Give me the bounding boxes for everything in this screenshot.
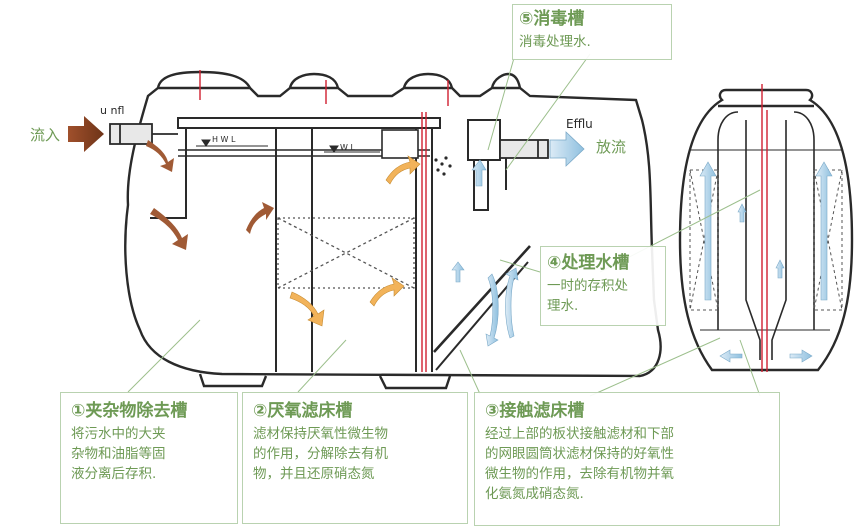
callout-leaders bbox=[128, 54, 760, 396]
callout-line: 消毒处理水. bbox=[519, 32, 665, 52]
inflow-label-cn: 流入 bbox=[30, 126, 60, 144]
callout-line: 理水. bbox=[547, 296, 659, 316]
callout-body: 经过上部的板状接触滤材和下部 的网眼圆筒状滤材保持的好氧性 微生物的作用，去除有… bbox=[485, 424, 769, 504]
cylinder-internals bbox=[690, 112, 842, 360]
callout-disinfection-tank: ⑤消毒槽 消毒处理水. bbox=[512, 4, 672, 60]
callout-line: 经过上部的板状接触滤材和下部 bbox=[485, 424, 769, 444]
aeration-bubbles bbox=[434, 156, 451, 175]
effluent-label-cn: 放流 bbox=[596, 138, 626, 156]
callout-line: 将污水中的大夹 bbox=[71, 424, 227, 444]
wl-label: W L bbox=[340, 143, 355, 152]
flow-arrows-orange bbox=[290, 156, 420, 326]
inflow-pipe bbox=[110, 124, 178, 144]
cylinder-media bbox=[690, 170, 842, 310]
inflow-arrow bbox=[68, 116, 104, 152]
callout-line: 液分离后存积. bbox=[71, 464, 227, 484]
callout-line: 的网眼圆筒状滤材保持的好氧性 bbox=[485, 444, 769, 464]
inflow-label-en: u nfl bbox=[100, 104, 124, 117]
effluent-arrow bbox=[550, 132, 584, 166]
callout-line: 滤材保持厌氧性微生物 bbox=[253, 424, 457, 444]
callout-title: ②厌氧滤床槽 bbox=[253, 401, 457, 422]
cylinder-red-pipes bbox=[762, 84, 767, 372]
flow-arrows-blue bbox=[452, 160, 518, 346]
callout-title: ①夹杂物除去槽 bbox=[71, 401, 227, 422]
callout-line: 一时的存积处 bbox=[547, 276, 659, 296]
callout-treated-water-tank: ④处理水槽 一时的存积处 理水. bbox=[540, 246, 666, 326]
callout-line: 杂物和油脂等固 bbox=[71, 444, 227, 464]
effluent-pipe bbox=[500, 140, 548, 158]
callout-title: ③接触滤床槽 bbox=[485, 401, 769, 422]
callout-body: 消毒处理水. bbox=[519, 32, 665, 52]
vent-markers bbox=[200, 70, 448, 372]
callout-line: 的作用，分解除去有机 bbox=[253, 444, 457, 464]
callout-body: 滤材保持厌氧性微生物 的作用，分解除去有机 物，并且还原硝态氮 bbox=[253, 424, 457, 484]
cylinder-flow-arrows bbox=[700, 162, 832, 362]
callout-contact-filter-tank: ③接触滤床槽 经过上部的板状接触滤材和下部 的网眼圆筒状滤材保持的好氧性 微生物… bbox=[474, 392, 780, 526]
callout-screening-tank: ①夹杂物除去槽 将污水中的大夹 杂物和油脂等固 液分离后存积. bbox=[60, 392, 238, 524]
callout-body: 一时的存积处 理水. bbox=[547, 276, 659, 316]
effluent-label-en: Efflu bbox=[566, 117, 593, 131]
callout-line: 微生物的作用，去除有机物并氧 bbox=[485, 464, 769, 484]
callout-line: 物，并且还原硝态氮 bbox=[253, 464, 457, 484]
filter-media bbox=[278, 218, 414, 288]
callout-title: ④处理水槽 bbox=[547, 253, 659, 274]
callout-title: ⑤消毒槽 bbox=[519, 9, 665, 30]
callout-line: 化氨氮成硝态氮. bbox=[485, 484, 769, 504]
hwl-label: H W L bbox=[212, 135, 236, 144]
callout-body: 将污水中的大夹 杂物和油脂等固 液分离后存积. bbox=[71, 424, 227, 484]
callout-anaerobic-filter-tank: ②厌氧滤床槽 滤材保持厌氧性微生物 的作用，分解除去有机 物，并且还原硝态氮 bbox=[242, 392, 468, 524]
